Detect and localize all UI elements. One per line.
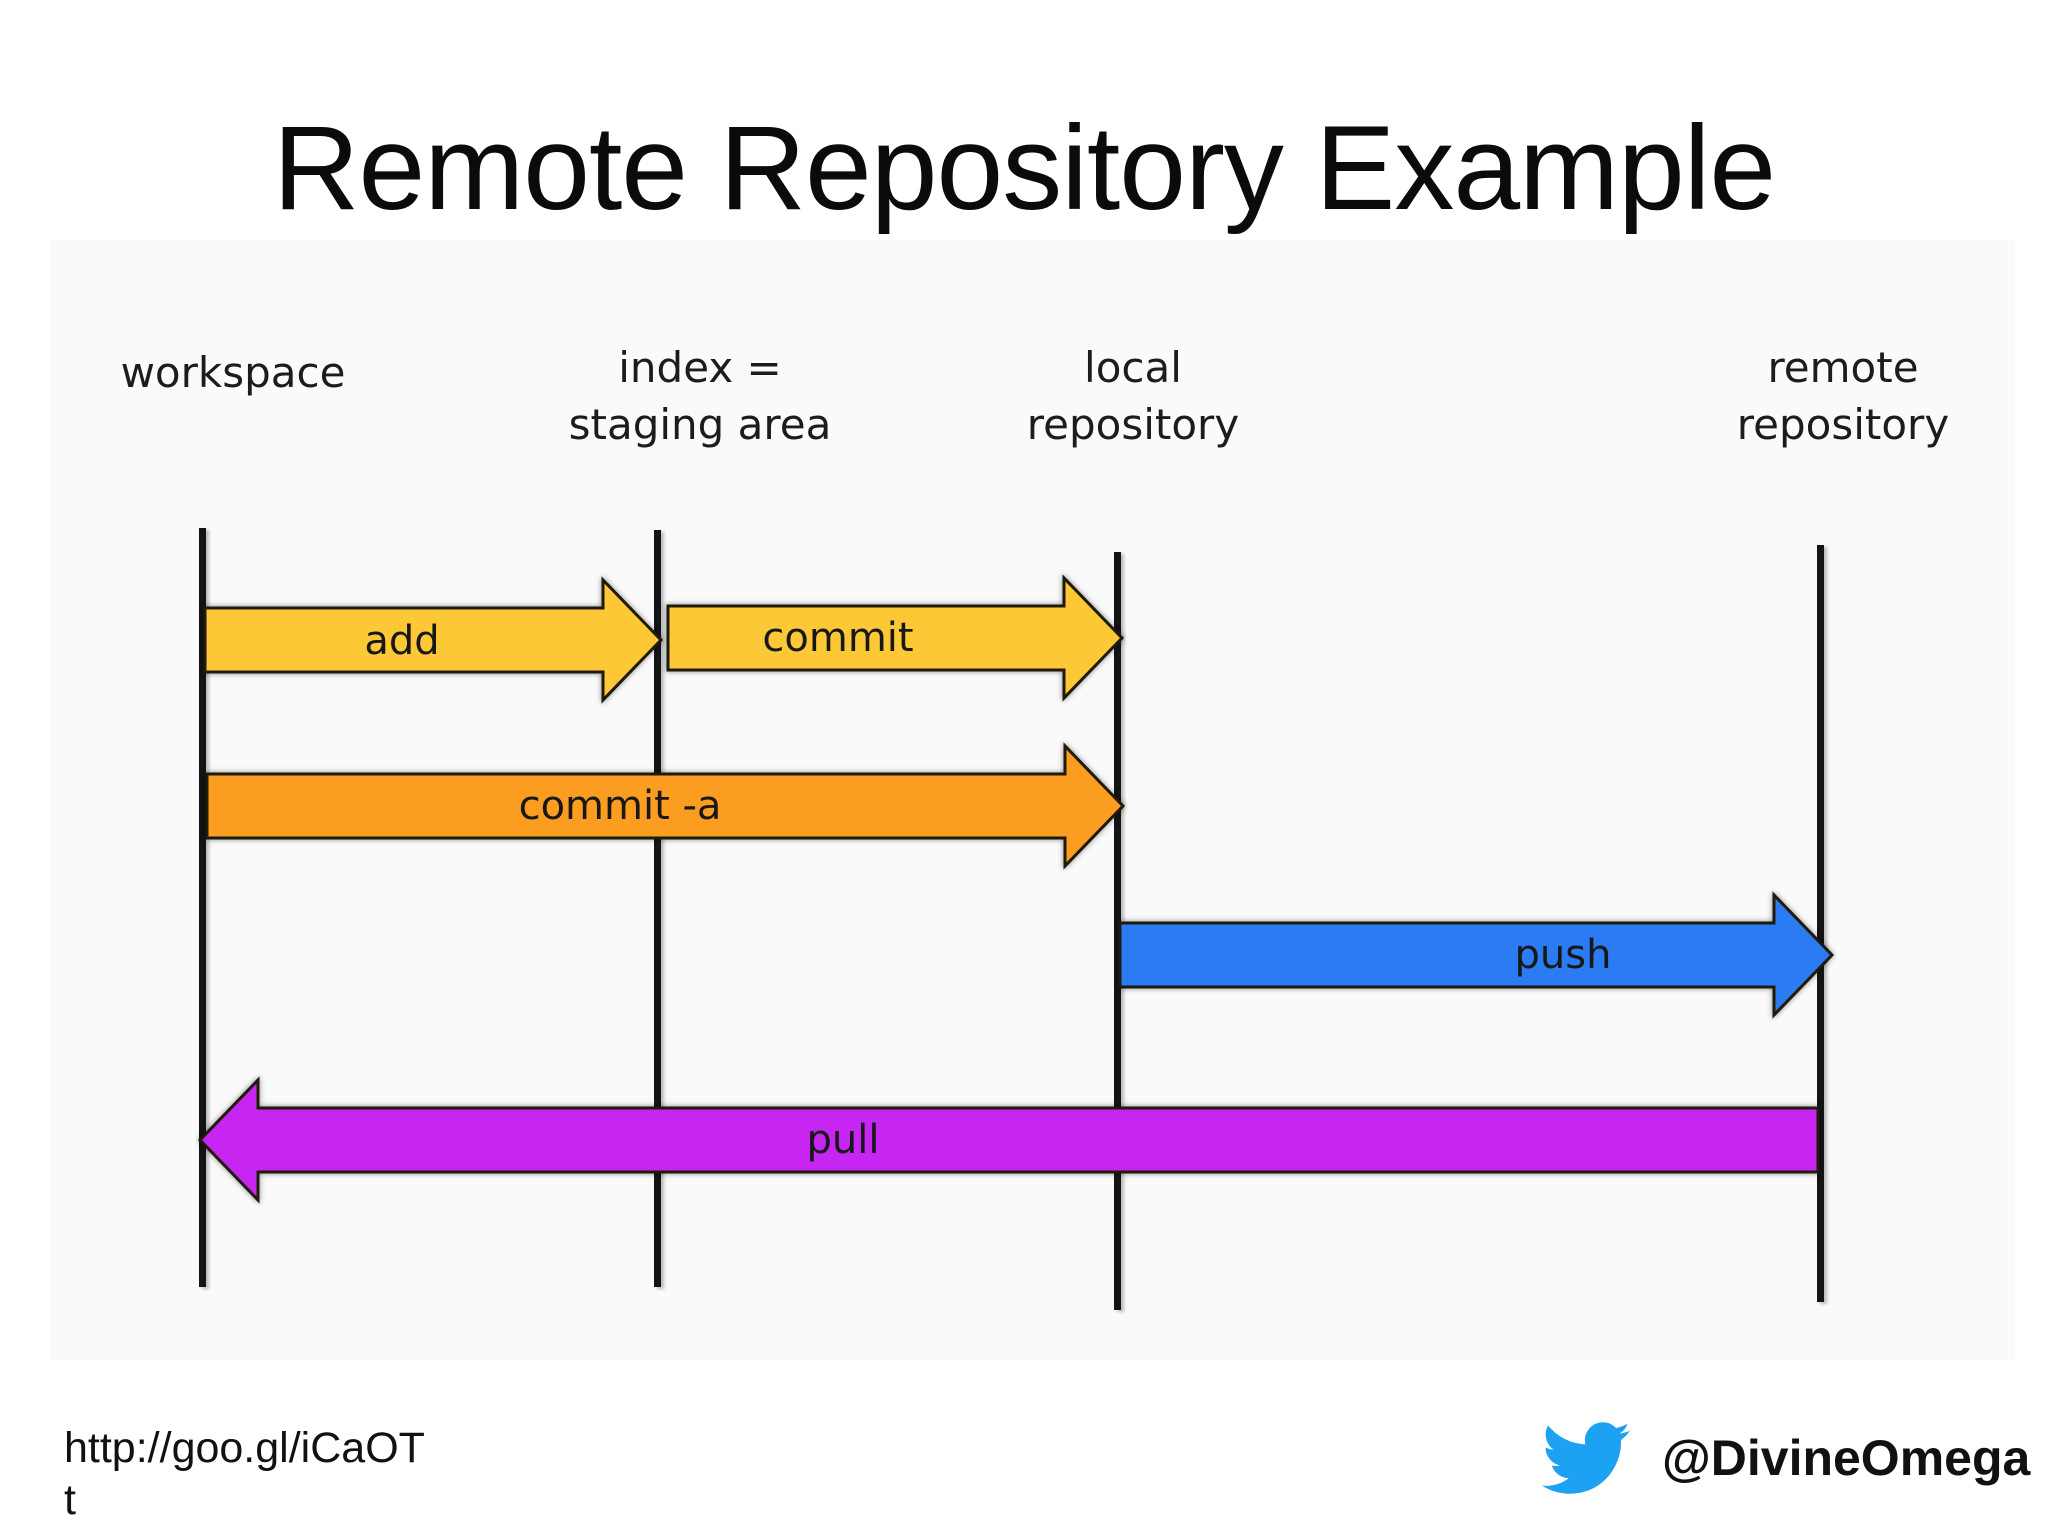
arrow-commit-a [205,742,1126,870]
lifeline-index [654,530,661,1287]
column-label-local-repository: local repository [1026,343,1240,449]
column-label-workspace: workspace [120,348,346,397]
lifeline-remote-repository [1817,545,1824,1302]
arrow-push [1118,891,1835,1019]
arrow-label-commit: commit [762,615,914,661]
twitter-attribution: @DivineOmega [1532,1408,2030,1508]
arrow-commit [666,574,1125,702]
arrow-add [203,576,664,704]
column-label-remote-repository: remote repository [1736,343,1950,449]
arrow-label-commit-a: commit -a [518,783,722,829]
footer-link-url: http://goo.gl/iCaOT t [64,1424,425,1525]
arrow-label-push: push [1514,932,1612,978]
arrow-label-add: add [364,618,440,664]
arrow-label-pull: pull [806,1117,880,1163]
arrow-pull [197,1076,1820,1204]
lifeline-workspace [199,528,206,1287]
twitter-bird-icon [1542,1422,1630,1494]
twitter-handle: @DivineOmega [1662,1430,2031,1486]
page-title: Remote Repository Example [272,101,1776,235]
lifeline-local-repository [1114,552,1121,1310]
column-label-index-staging-area: index = staging area [568,343,832,449]
